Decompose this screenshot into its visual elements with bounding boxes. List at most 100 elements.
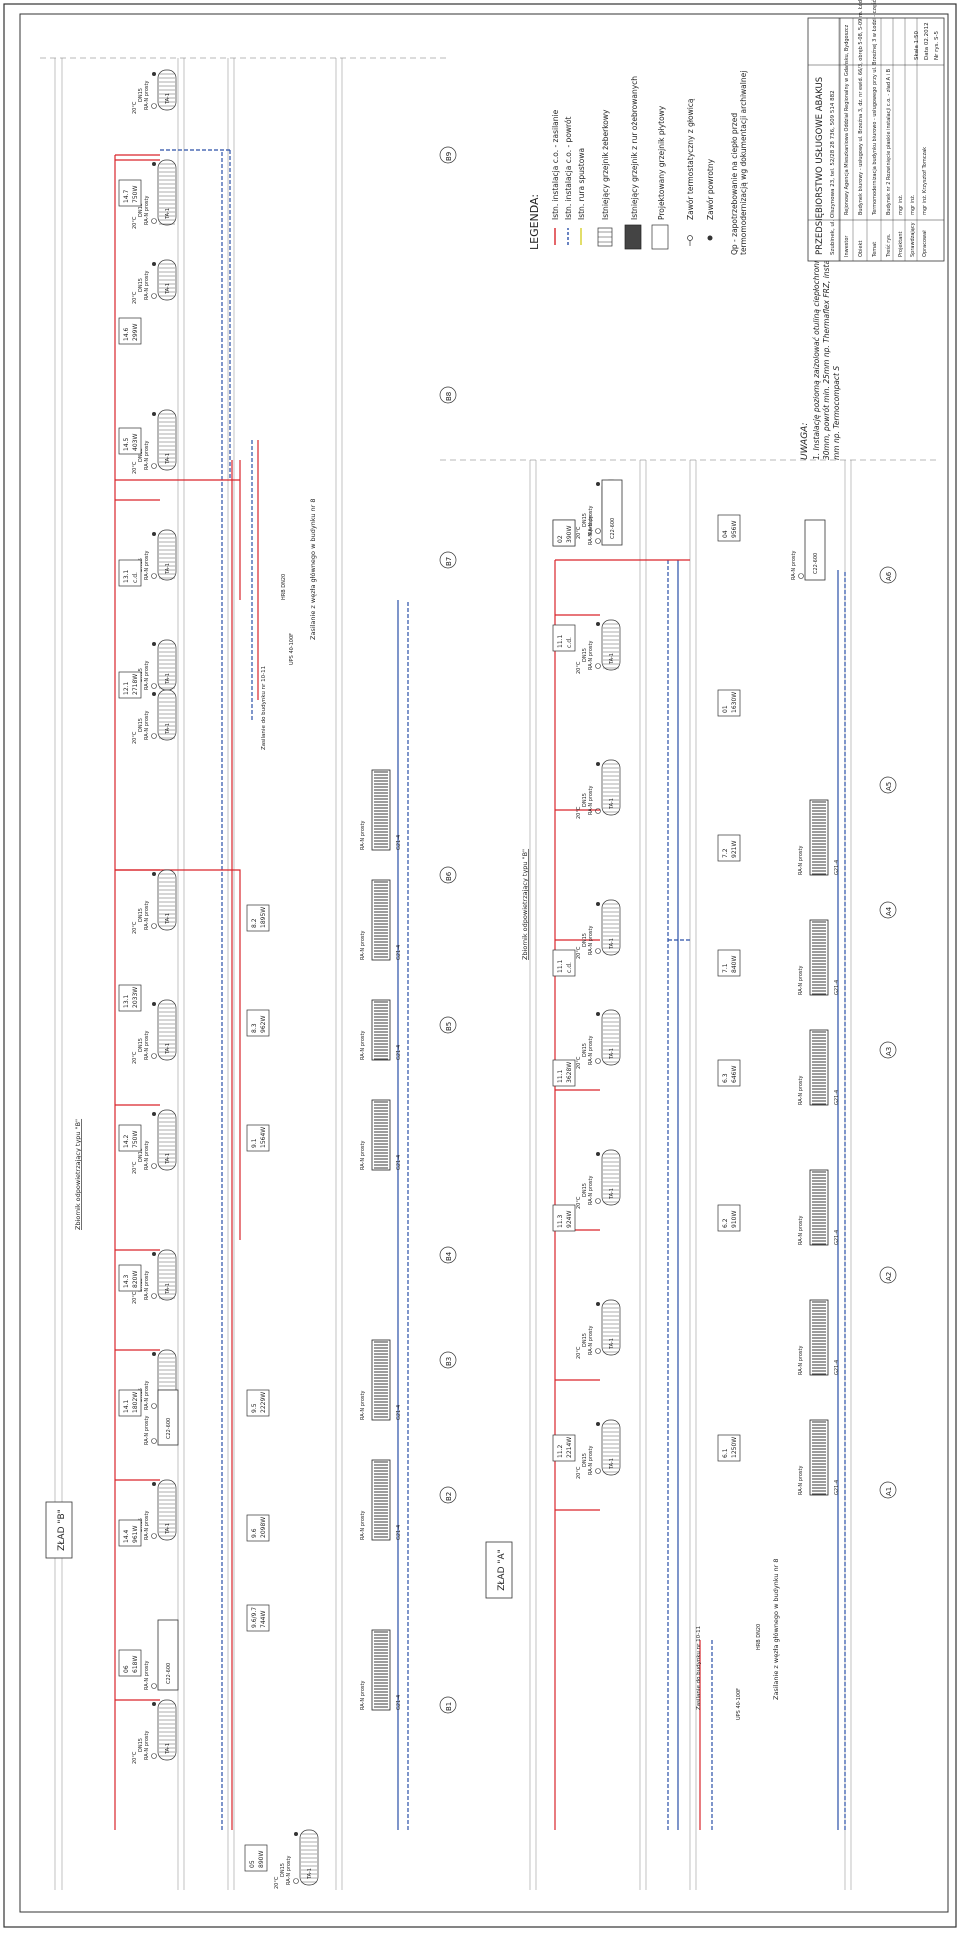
room-power: 962W xyxy=(260,1016,267,1033)
return-valve-icon xyxy=(596,1012,600,1016)
valve-type-label: RA-N prosty xyxy=(144,1141,150,1170)
room-id: 14.3 xyxy=(123,1274,130,1288)
room-temp-label: 20°C xyxy=(576,946,582,959)
room-power: 744W xyxy=(260,1611,267,1628)
return-valve-icon xyxy=(152,692,156,696)
return-valve-icon xyxy=(596,622,600,626)
supply-b-label: Zasilanie z węzła głównego w budynku nr … xyxy=(309,498,317,640)
room-power: 820W xyxy=(132,1271,139,1288)
axis-marker-a: A3 xyxy=(879,1041,897,1059)
legend-item-panel: Projektowany grzejnik płytowy xyxy=(657,105,666,220)
radiator-type-label: G21-4 xyxy=(396,1045,402,1060)
thermostatic-valve-icon xyxy=(151,923,157,929)
room-power: 1895W xyxy=(260,907,267,928)
room-id: 7.1 xyxy=(722,963,729,973)
valve-dn-label: DN15 xyxy=(138,1738,144,1752)
valve-dn-label: DN15 xyxy=(280,1863,286,1877)
thermostatic-valve-icon xyxy=(151,1163,157,1169)
room-temp-label: 20°C xyxy=(274,1876,280,1889)
valve-dn-label: DN15 xyxy=(138,203,144,217)
title-block-row-label: Inwestor xyxy=(844,235,850,257)
valve-type-label: RA-N prosty xyxy=(798,1216,804,1245)
valve-type-label: RA-N prosty xyxy=(588,1326,594,1355)
valve-dn-label: DN15 xyxy=(582,933,588,947)
room-temp-label: 20°C xyxy=(132,731,138,744)
axis-label: B1 xyxy=(445,1702,453,1711)
thermostatic-valve-icon xyxy=(151,218,157,224)
radiator-type-label: G21-4 xyxy=(834,1360,840,1375)
title-block-meta: Skala 1:50 Data 02.2012 Nr rys. S-5 xyxy=(914,22,940,60)
axis-label: A3 xyxy=(885,1047,893,1056)
room-id: 11.1 xyxy=(557,959,564,973)
room-id: 14.6 xyxy=(123,327,130,341)
zone-b-name: ZŁAD "B" xyxy=(57,1509,67,1551)
title-block-row-value: Rejonowy Agencja Mieszkaniowa Oddział Re… xyxy=(843,24,850,215)
valve-type-label: RA-N prosty xyxy=(360,1511,366,1540)
legend-title: LEGENDA: xyxy=(528,194,541,250)
valve-type-label: RA-N prosty xyxy=(588,926,594,955)
radiator-type-label: C22-600 xyxy=(813,553,819,574)
valve-dn-label: DN15 xyxy=(582,1183,588,1197)
radiator-type-label: G21-4 xyxy=(396,1155,402,1170)
valve-dn-label: DN15 xyxy=(582,1333,588,1347)
room-power: 1802W xyxy=(132,1392,139,1413)
radiator-type-label: TA-1 xyxy=(165,1523,171,1535)
title-block-row-value: mgr inż. Krzysztof Tomczak xyxy=(922,147,928,215)
radiator-type-label: TA-1 xyxy=(609,1338,615,1350)
radiator-type-label: TA-1 xyxy=(609,1188,615,1200)
scale-value: Skala 1:50 xyxy=(914,31,920,60)
legend-symbol-thermostatic-valve xyxy=(687,235,693,246)
axis-label: B5 xyxy=(445,1022,453,1031)
radiator-type-label: G21-4 xyxy=(834,1230,840,1245)
valve-dn-label: DN15 xyxy=(582,648,588,662)
axis-marker-b: B8 xyxy=(439,386,457,404)
supply-a-label: Zasilanie z węzła głównego w budynku nr … xyxy=(772,1558,780,1700)
axis-marker-b: B2 xyxy=(439,1486,457,1504)
radiator-type-label: G21-4 xyxy=(396,1405,402,1420)
valve-b-label: HRB DN20 xyxy=(281,574,287,600)
thermostatic-valve-icon xyxy=(151,103,157,109)
return-valve-icon xyxy=(596,762,600,766)
thermostatic-valve-icon xyxy=(151,683,157,689)
radiator-type-label: TA-1 xyxy=(165,93,171,105)
valve-type-label: RA-N prosty xyxy=(286,1856,292,1885)
floor-levels-zone-b xyxy=(54,58,343,1890)
valve-type-label: RA-N prosty xyxy=(144,441,150,470)
room-id: 8.2 xyxy=(251,918,258,928)
title-block-row-value: Budynek nr 2 Rozwinięcie płaskie instala… xyxy=(886,68,892,215)
title-block-row-label: Opracował xyxy=(922,230,928,257)
axis-marker-b: B3 xyxy=(439,1351,457,1369)
return-valve-icon xyxy=(152,162,156,166)
thermostatic-valve-icon xyxy=(151,733,157,739)
legend-item-finned: Istniejący grzejnik z rur ożebrowanych xyxy=(630,76,639,220)
return-valve-icon xyxy=(152,412,156,416)
valve-type-label: RA-N prosty xyxy=(360,1031,366,1060)
valve-type-label: RA-N prosty xyxy=(144,1511,150,1540)
company-name: PRZEDSIĘBIORSTWO USŁUGOWE ABAKUS xyxy=(815,77,825,255)
axis-marker-a: A2 xyxy=(879,1266,897,1284)
radiator-type-label: TA-1 xyxy=(165,723,171,735)
room-power: 956W xyxy=(731,521,738,538)
room-id: 11.1 xyxy=(557,634,564,648)
return-valve-icon xyxy=(152,262,156,266)
